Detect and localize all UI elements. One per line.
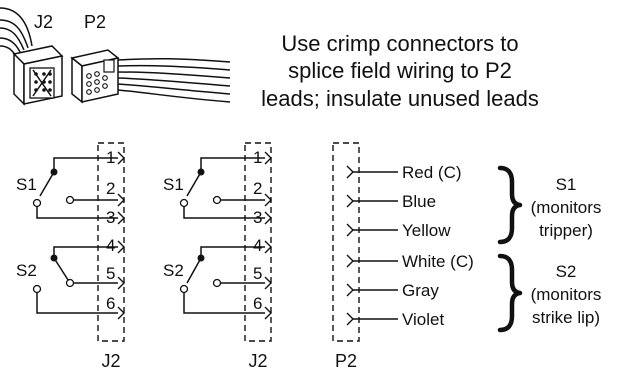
connector-illustration bbox=[0, 7, 231, 106]
s2-group-brace bbox=[497, 253, 523, 333]
switch-s1-label-2: S1 bbox=[163, 175, 184, 194]
lead-blue-label: Blue bbox=[402, 192, 436, 211]
pin-3-label-2: 3 bbox=[253, 208, 262, 227]
s2-group-desc-2: strike lip) bbox=[532, 308, 600, 327]
j2-connector-label: J2 bbox=[34, 12, 53, 32]
switch-diagram-2 bbox=[179, 142, 272, 342]
lead-white-label: White (C) bbox=[402, 252, 474, 271]
instruction-line-3: leads; insulate unused leads bbox=[261, 86, 539, 111]
instruction-line-2: splice field wiring to P2 bbox=[288, 58, 512, 83]
footer-j2-label-left: J2 bbox=[101, 351, 120, 371]
footer-j2-label-middle: J2 bbox=[248, 351, 267, 371]
pin-2-label-2: 2 bbox=[253, 179, 262, 198]
instruction-line-1: Use crimp connectors to bbox=[281, 31, 518, 56]
switch-diagram-1 bbox=[32, 142, 125, 342]
pin-4-label-2: 4 bbox=[253, 236, 262, 255]
switch-s2-label-2: S2 bbox=[163, 261, 184, 280]
switch-s1-label-1: S1 bbox=[16, 175, 37, 194]
lead-gray-label: Gray bbox=[402, 281, 439, 300]
p2-housing-icon bbox=[70, 49, 120, 104]
footer-p2-label: P2 bbox=[335, 351, 357, 371]
pin-5-label-1: 5 bbox=[106, 264, 115, 283]
pin-6-label-2: 6 bbox=[253, 294, 262, 313]
s1-group-brace bbox=[497, 165, 523, 245]
switch-s2-label-1: S2 bbox=[16, 261, 37, 280]
pin-1-label-2: 1 bbox=[253, 148, 262, 167]
p2-leads bbox=[332, 142, 398, 342]
pin-6-label-1: 6 bbox=[106, 294, 115, 313]
s2-group-desc-1: (monitors bbox=[531, 285, 602, 304]
lead-violet-label: Violet bbox=[402, 310, 444, 329]
pin-5-label-2: 5 bbox=[253, 264, 262, 283]
lead-red-label: Red (C) bbox=[402, 163, 462, 182]
s2-group-name: S2 bbox=[556, 262, 577, 281]
s1-group-desc-1: (monitors bbox=[531, 198, 602, 217]
s1-group-name: S1 bbox=[556, 175, 577, 194]
pin-4-label-1: 4 bbox=[106, 236, 115, 255]
pin-1-label-1: 1 bbox=[106, 148, 115, 167]
pin-2-label-1: 2 bbox=[106, 179, 115, 198]
p2-connector-label: P2 bbox=[84, 12, 106, 32]
j2-housing-icon bbox=[12, 45, 64, 106]
s1-group-desc-2: tripper) bbox=[539, 221, 593, 240]
lead-yellow-label: Yellow bbox=[402, 221, 451, 240]
pin-3-label-1: 3 bbox=[106, 208, 115, 227]
